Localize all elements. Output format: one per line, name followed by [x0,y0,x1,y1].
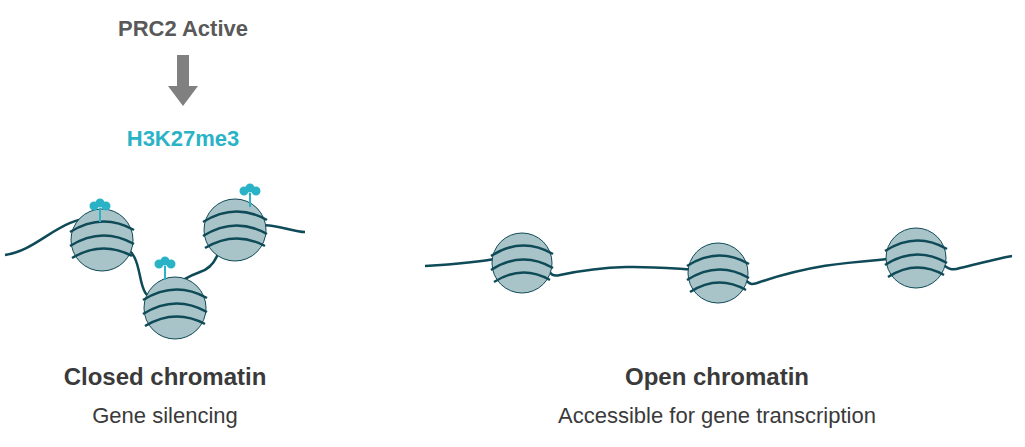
nucleosome [491,233,553,293]
nucleosome [143,277,207,339]
down-arrow [168,55,198,106]
nucleosome [203,199,267,261]
nucleosome [885,228,947,288]
nucleosome [687,243,749,303]
nucleosome [70,209,134,271]
methyl-mark [241,185,260,208]
methyl-mark [91,200,110,223]
state-description: Accessible for gene transcription [558,404,876,428]
state-description: Gene silencing [92,404,238,428]
state-heading: Open chromatin [625,364,809,390]
histone-mark-label: H3K27me3 [127,127,240,151]
methyl-mark [156,258,175,281]
enzyme-label: PRC2 Active [118,17,248,41]
state-heading: Closed chromatin [64,364,267,390]
